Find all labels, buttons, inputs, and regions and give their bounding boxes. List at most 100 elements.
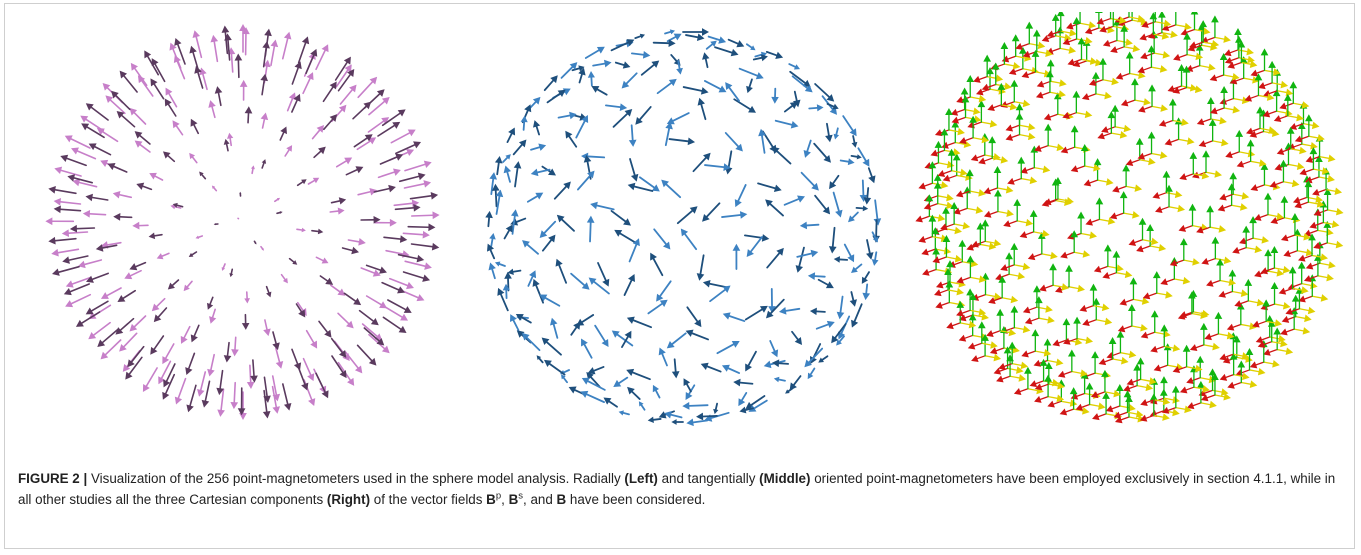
z-component-arrow [1149, 12, 1158, 35]
y-component-arrow [1049, 90, 1066, 98]
tangential-arrow [597, 262, 610, 287]
z-component-arrow [950, 202, 958, 225]
radial-arrow [134, 131, 151, 145]
tangential-arrow [809, 307, 826, 316]
radial-arrow [185, 352, 196, 375]
tangential-arrow [738, 67, 764, 80]
tangential-arrow [685, 329, 709, 341]
x-component-arrow [1206, 279, 1221, 287]
caption-text-5: , and [523, 492, 557, 507]
radial-arrow [357, 76, 378, 99]
tangential-arrow [803, 139, 812, 158]
tangential-arrow [581, 377, 606, 391]
y-component-arrow [969, 275, 987, 283]
radial-arrow [272, 331, 280, 351]
x-component-arrow [1209, 74, 1225, 82]
y-component-arrow [1150, 151, 1168, 159]
x-component-arrow [1101, 126, 1116, 134]
x-component-arrow [932, 256, 948, 264]
tangential-arrow [804, 347, 824, 368]
y-component-arrow [1123, 211, 1140, 219]
y-component-arrow [1240, 380, 1258, 388]
x-component-arrow [966, 243, 981, 251]
radial-arrow [402, 230, 430, 239]
y-component-arrow [1149, 243, 1167, 252]
x-component-arrow [1210, 107, 1225, 115]
radial-arrow [53, 205, 82, 214]
x-component-arrow [981, 83, 997, 91]
z-component-arrow [928, 161, 937, 184]
tangential-arrow [697, 97, 707, 121]
radial-arrow [65, 276, 92, 288]
radial-arrow [260, 245, 264, 251]
radial-arrow [60, 154, 87, 167]
radial-arrow [174, 377, 187, 405]
y-component-arrow [1219, 278, 1237, 287]
radial-arrow [132, 221, 149, 230]
y-component-arrow [953, 221, 971, 230]
z-component-arrow [1256, 106, 1264, 130]
radial-arrow [377, 121, 401, 137]
radial-arrow [190, 324, 200, 343]
radial-arrow [115, 317, 135, 335]
y-component-arrow [1088, 402, 1106, 410]
tangential-arrow [581, 152, 606, 161]
y-component-arrow [1018, 123, 1036, 131]
y-component-arrow [969, 189, 986, 197]
radial-arrow [174, 37, 186, 65]
radial-arrow [227, 132, 234, 147]
y-component-arrow [1071, 369, 1088, 378]
x-component-arrow [1160, 278, 1175, 286]
radial-arrow [223, 138, 230, 152]
x-component-arrow [1092, 413, 1107, 421]
x-component-arrow [1139, 414, 1155, 422]
z-component-arrow [1323, 187, 1332, 211]
radial-arrow [113, 213, 133, 221]
radial-arrow [276, 211, 283, 215]
radial-arrow [183, 280, 193, 292]
y-component-arrow [1318, 174, 1335, 183]
tangential-arrow [541, 337, 562, 356]
tangential-arrow [692, 152, 711, 173]
radial-arrow [395, 141, 422, 155]
x-component-arrow [1063, 337, 1078, 345]
radial-arrow [162, 151, 176, 163]
x-component-arrow [951, 116, 967, 124]
radial-arrow [282, 383, 292, 411]
z-component-arrow [1315, 155, 1323, 178]
z-component-arrow [1260, 48, 1269, 71]
z-component-arrow [1085, 382, 1094, 406]
radial-arrow [335, 64, 352, 88]
z-component-arrow [1077, 211, 1085, 235]
x-component-arrow [1177, 312, 1193, 320]
radial-arrow [229, 268, 234, 278]
y-component-arrow [969, 94, 987, 103]
radial-arrow [137, 75, 154, 97]
tangential-arrow [849, 291, 857, 307]
z-component-arrow [1033, 285, 1041, 308]
tangential-arrow [543, 359, 566, 376]
tangential-arrow [638, 176, 660, 192]
radial-arrow [85, 193, 109, 202]
y-component-arrow [1293, 327, 1311, 335]
x-component-arrow [1082, 319, 1097, 326]
z-component-arrow [1214, 311, 1223, 335]
radial-arrow [239, 391, 247, 420]
x-component-arrow [1169, 259, 1185, 267]
x-component-arrow [1034, 383, 1050, 391]
z-component-arrow [1037, 231, 1046, 255]
z-component-arrow [966, 255, 975, 279]
tangential-arrow [494, 156, 503, 176]
tangential-arrow [494, 261, 506, 267]
y-component-arrow [1245, 245, 1263, 254]
x-component-arrow [1105, 405, 1121, 413]
tangential-arrow [866, 239, 874, 260]
tangential-arrow [815, 320, 835, 330]
z-component-arrow [1219, 53, 1228, 76]
radial-arrow [69, 224, 96, 233]
z-component-arrow [1136, 357, 1145, 381]
y-component-arrow [1153, 51, 1171, 59]
y-component-arrow [986, 74, 1004, 83]
radial-arrow [158, 360, 172, 385]
y-component-arrow [1317, 228, 1334, 236]
